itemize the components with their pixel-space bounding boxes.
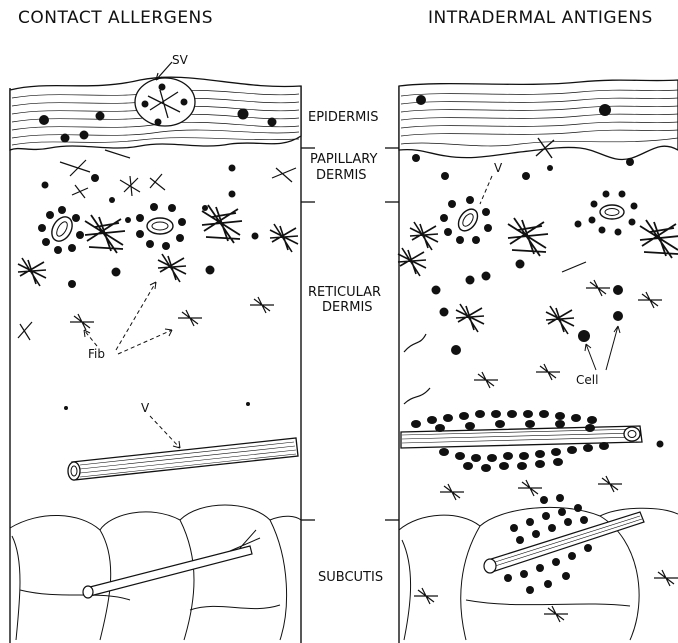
left-panel: Fib V xyxy=(10,77,301,643)
right-longitudinal-vessel xyxy=(401,410,642,472)
left-subcutis xyxy=(10,505,301,640)
left-epidermis xyxy=(10,77,301,150)
label-epidermis: EPIDERMIS xyxy=(308,110,378,125)
label-papillary-1: PAPILLARY xyxy=(310,152,377,167)
label-subcutis: SUBCUTIS xyxy=(318,570,383,585)
layer-labels: EPIDERMIS PAPILLARY DERMIS RETICULAR DER… xyxy=(301,110,399,585)
sv-label: SV xyxy=(172,53,189,67)
label-papillary-2: DERMIS xyxy=(316,168,367,183)
cell-label: Cell xyxy=(576,373,598,387)
right-panel: V xyxy=(398,80,678,643)
left-papillary-dermis xyxy=(42,150,297,211)
right-subcutis-vessel xyxy=(484,494,644,594)
right-vessel-cross-section-1 xyxy=(440,196,492,244)
right-subcutis xyxy=(399,494,678,640)
left-longitudinal-vessel xyxy=(68,438,298,480)
right-epidermis xyxy=(399,80,678,159)
fib-label: Fib xyxy=(88,347,105,361)
left-reticular-dermis: Fib V xyxy=(18,203,298,480)
label-reticular-1: RETICULAR xyxy=(308,285,381,300)
right-dermis: V xyxy=(398,138,678,500)
v-label-left: V xyxy=(141,401,150,415)
left-vessel-cross-section-1 xyxy=(38,206,84,254)
label-reticular-2: DERMIS xyxy=(322,300,373,315)
v-label-right: V xyxy=(494,161,503,175)
right-vessel-cross-section-2 xyxy=(589,191,638,236)
left-vessel-cross-section-2 xyxy=(136,203,186,250)
